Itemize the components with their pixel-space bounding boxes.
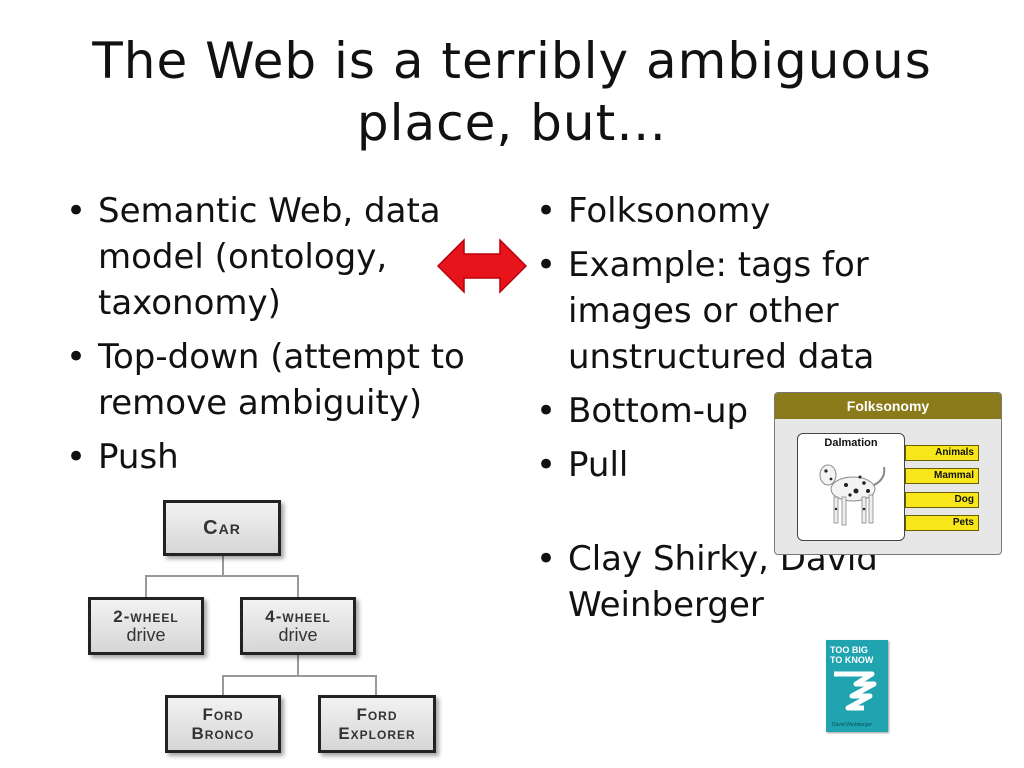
tree-node-ford-explorer: Ford Explorer — [318, 695, 436, 753]
node-label: Explorer — [338, 724, 416, 743]
book-title-line-2: TO KNOW — [830, 655, 874, 665]
tree-node-2-wheel-drive: 2-wheel drive — [88, 597, 204, 655]
book-author: David Weinberger — [832, 722, 872, 728]
book-title: TOO BIG TO KNOW — [826, 640, 888, 665]
node-label: Bronco — [191, 724, 255, 743]
node-label: 4-wheel — [265, 607, 331, 626]
tree-connector — [297, 575, 299, 597]
bullet-example-tags: Example: tags for images or other unstru… — [528, 242, 908, 380]
title-line-2: place, but… — [356, 94, 668, 152]
bullet-pull: Pull — [528, 442, 908, 488]
tree-connector — [222, 675, 376, 677]
tag-dog: Dog — [905, 492, 979, 508]
slide-title: The Web is a terribly ambiguous place, b… — [40, 30, 984, 154]
bullet-folksonomy: Folksonomy — [528, 188, 908, 234]
dalmatian-dog-icon — [819, 464, 886, 526]
node-label: drive — [126, 625, 166, 645]
left-bullet-list: Semantic Web, data model (ontology, taxo… — [58, 188, 508, 488]
tree-connector — [145, 575, 147, 597]
tag-mammal: Mammal — [905, 468, 979, 484]
book-cover-too-big-to-know: TOO BIG TO KNOW David Weinberger — [826, 640, 888, 732]
tag-animals: Animals — [905, 445, 979, 461]
tag-pets: Pets — [905, 515, 979, 531]
book-title-line-1: TOO BIG — [830, 645, 868, 655]
bullet-semantic-web: Semantic Web, data model (ontology, taxo… — [58, 188, 508, 326]
tree-connector — [297, 655, 299, 675]
tree-node-car: Car — [163, 500, 281, 556]
right-bullet-list: Folksonomy Example: tags for images or o… — [528, 188, 908, 636]
folksonomy-header: Folksonomy — [775, 393, 1001, 419]
dalmation-label: Dalmation — [824, 437, 878, 449]
tree-connector — [145, 575, 298, 577]
taxonomy-tree-diagram: Car 2-wheel drive 4-wheel drive Ford Bro… — [80, 495, 460, 760]
tree-connector — [222, 675, 224, 695]
bullet-top-down: Top-down (attempt to remove ambiguity) — [58, 334, 508, 426]
tree-node-4-wheel-drive: 4-wheel drive — [240, 597, 356, 655]
book-ribbon-icon — [834, 671, 877, 711]
tree-connector — [222, 553, 224, 575]
dalmation-card: Dalmation — [797, 433, 905, 541]
tree-connector — [375, 675, 377, 695]
folksonomy-figure: Folksonomy Dalmation Animals Mammal Dog … — [774, 392, 1002, 555]
node-label: drive — [278, 625, 318, 645]
tree-node-ford-bronco: Ford Bronco — [165, 695, 281, 753]
bullet-push: Push — [58, 434, 508, 480]
node-label: 2-wheel — [113, 607, 179, 626]
title-line-1: The Web is a terribly ambiguous — [92, 32, 932, 90]
double-headed-arrow-icon — [436, 238, 528, 294]
node-label: Ford — [356, 705, 398, 724]
arrow-shape — [436, 238, 528, 294]
node-label: Car — [203, 516, 241, 539]
bullet-bottom-up: Bottom-up — [528, 388, 908, 434]
node-label: Ford — [202, 705, 244, 724]
